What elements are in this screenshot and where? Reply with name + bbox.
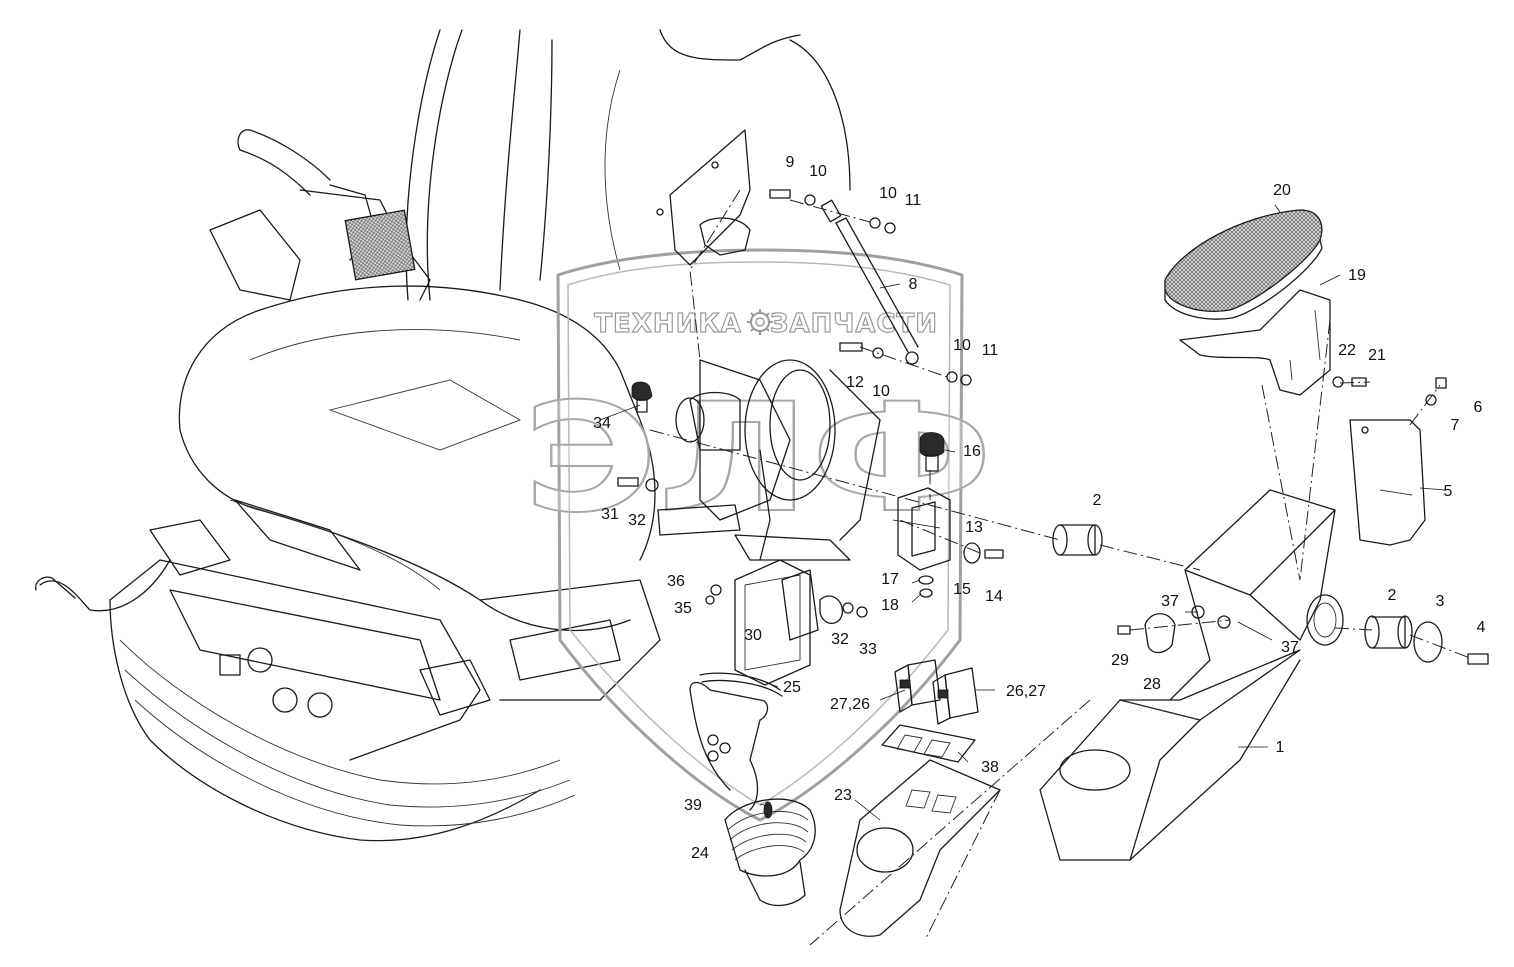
callout-label: 11 (982, 342, 999, 359)
callout-label: 11 (905, 192, 922, 209)
watermark-left-text: ТЕХНИКА (594, 309, 741, 339)
callout-label: 32 (831, 631, 849, 648)
callout-label: 27,26 (830, 696, 870, 713)
callout-label: 23 (834, 787, 852, 804)
callout-label: 14 (985, 588, 1003, 605)
callout-label: 17 (881, 571, 899, 588)
callout-label: 39 (684, 797, 702, 814)
joystick-assembly (689, 681, 816, 907)
seat-assembly (35, 29, 851, 842)
callout-label: 18 (881, 597, 899, 614)
callout-label: 37 (1281, 639, 1299, 656)
callout-label: 38 (981, 759, 999, 776)
watermark-right-text: ЗАПЧАСТИ (770, 309, 938, 339)
callout-label: 12 (846, 374, 864, 391)
callout-label: 31 (601, 506, 619, 523)
callout-label: 2 (1093, 492, 1102, 509)
callout-label: 3 (1436, 593, 1445, 610)
callout-label: 34 (593, 415, 611, 432)
callout-label: 10 (879, 185, 897, 202)
callout-label: 10 (872, 383, 890, 400)
callout-label: 2 (1388, 587, 1397, 604)
callout-label: 22 (1338, 342, 1356, 359)
leader-lines (599, 204, 1446, 821)
callout-label: 33 (859, 641, 877, 658)
callout-label: 5 (1444, 483, 1453, 500)
callout-label: 6 (1474, 399, 1483, 416)
callout-label: 20 (1273, 182, 1291, 199)
callout-label: 8 (909, 276, 918, 293)
callout-label: 35 (674, 600, 692, 617)
callout-label: 10 (953, 337, 971, 354)
mounting-bracket-assembly (631, 129, 951, 697)
callout-label: 10 (809, 163, 827, 180)
watermark-logo: ЭЛФ (523, 372, 993, 546)
callout-label: 37 (1161, 593, 1179, 610)
callout-label: 7 (1451, 417, 1460, 434)
watermark: ТЕХНИКА ЗАПЧАСТИ ЭЛФ (522, 248, 994, 822)
right-side-parts (617, 189, 1489, 861)
callout-label: 21 (1368, 347, 1386, 364)
callout-label: 29 (1111, 652, 1129, 669)
callout-label: 9 (786, 154, 795, 171)
switch-panel-parts (839, 659, 1001, 937)
callout-label: 24 (691, 845, 709, 862)
callout-label: 26,27 (1006, 683, 1046, 700)
callout-label: 32 (628, 512, 646, 529)
callout-label: 30 (744, 627, 762, 644)
centerlines (649, 189, 1471, 946)
callout-label: 25 (783, 679, 801, 696)
callout-label: 13 (965, 519, 983, 536)
callout-label: 15 (953, 581, 971, 598)
callout-label: 19 (1348, 267, 1366, 284)
callout-labels: 1 2 2 3 4 5 6 7 8 9 10 10 10 10 11 11 12… (593, 154, 1486, 862)
callout-label: 36 (667, 573, 685, 590)
callout-label: 1 (1276, 739, 1285, 756)
callout-label: 16 (963, 443, 981, 460)
callout-label: 4 (1477, 619, 1486, 636)
gear-icon (747, 309, 773, 335)
callout-label: 28 (1143, 676, 1161, 693)
